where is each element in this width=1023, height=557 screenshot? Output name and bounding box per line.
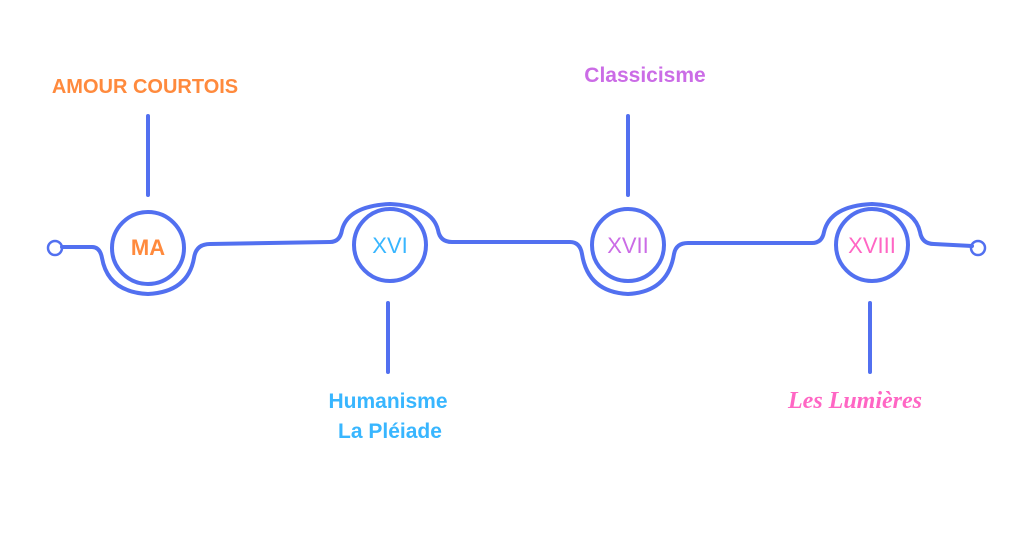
node-circle-ma	[110, 210, 186, 286]
label-pleiade: La Pléiade	[338, 420, 442, 443]
node-xvii: XVII	[607, 233, 649, 258]
node-circle-xvii	[590, 207, 666, 283]
end-endpoint-icon	[969, 239, 987, 257]
label-humanisme: Humanisme	[328, 390, 448, 413]
label-classicisme: Classicisme	[584, 64, 706, 87]
start-endpoint-icon	[46, 239, 64, 257]
node-circle-xvi	[352, 207, 428, 283]
timeline-line	[60, 201, 974, 297]
node-xviii: XVIII	[848, 233, 896, 258]
node-xvi: XVI	[372, 233, 408, 258]
node-ma: MA	[130, 235, 166, 260]
node-circle-xviii	[834, 207, 910, 283]
label-amour-courtois: AMOUR COURTOIS	[51, 76, 239, 98]
label-lumieres: Les Lumières	[788, 388, 922, 414]
